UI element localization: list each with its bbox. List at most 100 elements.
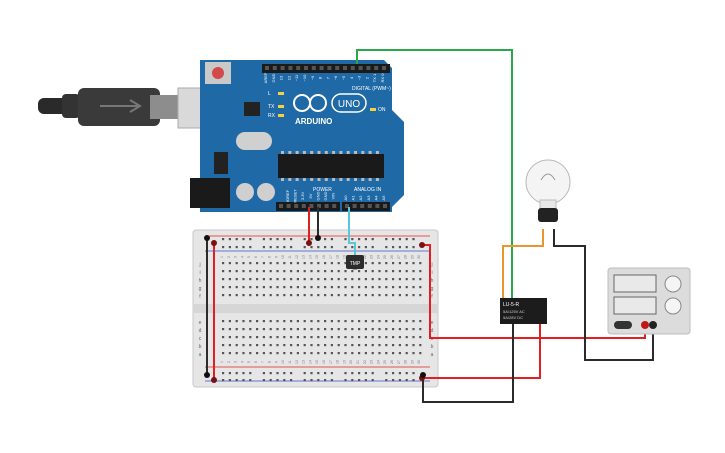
breadboard-hole[interactable] <box>228 294 231 297</box>
breadboard-hole[interactable] <box>378 344 381 347</box>
breadboard-hole[interactable] <box>290 320 293 323</box>
breadboard-hole[interactable] <box>358 294 361 297</box>
rail-hole[interactable] <box>358 246 361 249</box>
breadboard-hole[interactable] <box>290 352 293 355</box>
breadboard-hole[interactable] <box>235 328 238 331</box>
breadboard-hole[interactable] <box>310 352 313 355</box>
breadboard-hole[interactable] <box>317 320 320 323</box>
breadboard-hole[interactable] <box>256 278 259 281</box>
breadboard-hole[interactable] <box>419 294 422 297</box>
breadboard-hole[interactable] <box>419 286 422 289</box>
breadboard-hole[interactable] <box>392 352 395 355</box>
header-hole[interactable] <box>327 66 332 70</box>
breadboard-hole[interactable] <box>235 278 238 281</box>
breadboard-hole[interactable] <box>249 278 252 281</box>
breadboard-hole[interactable] <box>262 352 265 355</box>
rail-hole[interactable] <box>317 246 320 249</box>
breadboard-hole[interactable] <box>228 336 231 339</box>
header-hole[interactable] <box>366 66 371 70</box>
rail-hole[interactable] <box>303 238 306 241</box>
breadboard-hole[interactable] <box>296 352 299 355</box>
breadboard-hole[interactable] <box>324 344 327 347</box>
breadboard-hole[interactable] <box>235 344 238 347</box>
breadboard-hole[interactable] <box>296 328 299 331</box>
breadboard-hole[interactable] <box>296 270 299 273</box>
breadboard-hole[interactable] <box>337 294 340 297</box>
breadboard-hole[interactable] <box>385 352 388 355</box>
rail-hole[interactable] <box>405 372 408 375</box>
breadboard-hole[interactable] <box>269 262 272 265</box>
breadboard-hole[interactable] <box>419 270 422 273</box>
rail-hole[interactable] <box>358 372 361 375</box>
wire-red-relay-to-rail[interactable] <box>422 315 541 379</box>
breadboard-hole[interactable] <box>249 320 252 323</box>
breadboard-hole[interactable] <box>222 328 225 331</box>
breadboard-hole[interactable] <box>412 270 415 273</box>
breadboard-hole[interactable] <box>392 262 395 265</box>
breadboard-hole[interactable] <box>310 270 313 273</box>
breadboard-hole[interactable] <box>419 352 422 355</box>
breadboard-hole[interactable] <box>269 344 272 347</box>
header-hole[interactable] <box>374 66 379 70</box>
rail-hole[interactable] <box>262 379 265 382</box>
breadboard-hole[interactable] <box>337 286 340 289</box>
breadboard-hole[interactable] <box>324 352 327 355</box>
breadboard-hole[interactable] <box>235 352 238 355</box>
breadboard-hole[interactable] <box>228 286 231 289</box>
usb-cable[interactable] <box>38 87 213 129</box>
breadboard-hole[interactable] <box>269 294 272 297</box>
breadboard-hole[interactable] <box>276 336 279 339</box>
breadboard-hole[interactable] <box>344 270 347 273</box>
breadboard-hole[interactable] <box>398 320 401 323</box>
breadboard-hole[interactable] <box>249 336 252 339</box>
breadboard-hole[interactable] <box>405 328 408 331</box>
breadboard-hole[interactable] <box>330 336 333 339</box>
breadboard-hole[interactable] <box>419 262 422 265</box>
breadboard-hole[interactable] <box>290 278 293 281</box>
breadboard-hole[interactable] <box>364 294 367 297</box>
rail-hole[interactable] <box>392 246 395 249</box>
rail-hole[interactable] <box>330 379 333 382</box>
current-knob[interactable] <box>664 297 682 315</box>
breadboard-hole[interactable] <box>228 344 231 347</box>
breadboard-hole[interactable] <box>412 336 415 339</box>
header-hole[interactable] <box>360 204 365 208</box>
header-hole[interactable] <box>309 204 314 208</box>
rail-hole[interactable] <box>242 372 245 375</box>
header-hole[interactable] <box>352 204 357 208</box>
rail-hole[interactable] <box>290 246 293 249</box>
breadboard-hole[interactable] <box>242 262 245 265</box>
breadboard-hole[interactable] <box>256 344 259 347</box>
header-hole[interactable] <box>280 66 285 70</box>
breadboard-hole[interactable] <box>262 336 265 339</box>
breadboard-hole[interactable] <box>405 262 408 265</box>
breadboard-hole[interactable] <box>378 270 381 273</box>
rail-hole[interactable] <box>290 372 293 375</box>
rail-hole[interactable] <box>310 372 313 375</box>
breadboard-hole[interactable] <box>344 262 347 265</box>
breadboard-hole[interactable] <box>405 320 408 323</box>
breadboard-hole[interactable] <box>412 286 415 289</box>
breadboard-hole[interactable] <box>330 328 333 331</box>
breadboard-hole[interactable] <box>317 294 320 297</box>
rail-hole[interactable] <box>351 372 354 375</box>
breadboard-hole[interactable] <box>276 328 279 331</box>
breadboard-hole[interactable] <box>242 278 245 281</box>
breadboard-hole[interactable] <box>378 336 381 339</box>
digital-header[interactable] <box>262 64 390 73</box>
breadboard-hole[interactable] <box>222 320 225 323</box>
breadboard-hole[interactable] <box>228 328 231 331</box>
breadboard-hole[interactable] <box>412 278 415 281</box>
breadboard-hole[interactable] <box>242 294 245 297</box>
breadboard-hole[interactable] <box>330 294 333 297</box>
wire-orange-bulb-to-relay[interactable] <box>502 229 544 300</box>
breadboard-hole[interactable] <box>337 344 340 347</box>
breadboard-hole[interactable] <box>330 320 333 323</box>
breadboard-hole[interactable] <box>351 278 354 281</box>
breadboard-hole[interactable] <box>378 278 381 281</box>
header-hole[interactable] <box>319 66 324 70</box>
rail-hole[interactable] <box>235 238 238 241</box>
breadboard-hole[interactable] <box>317 278 320 281</box>
breadboard-hole[interactable] <box>276 320 279 323</box>
breadboard-hole[interactable] <box>385 344 388 347</box>
